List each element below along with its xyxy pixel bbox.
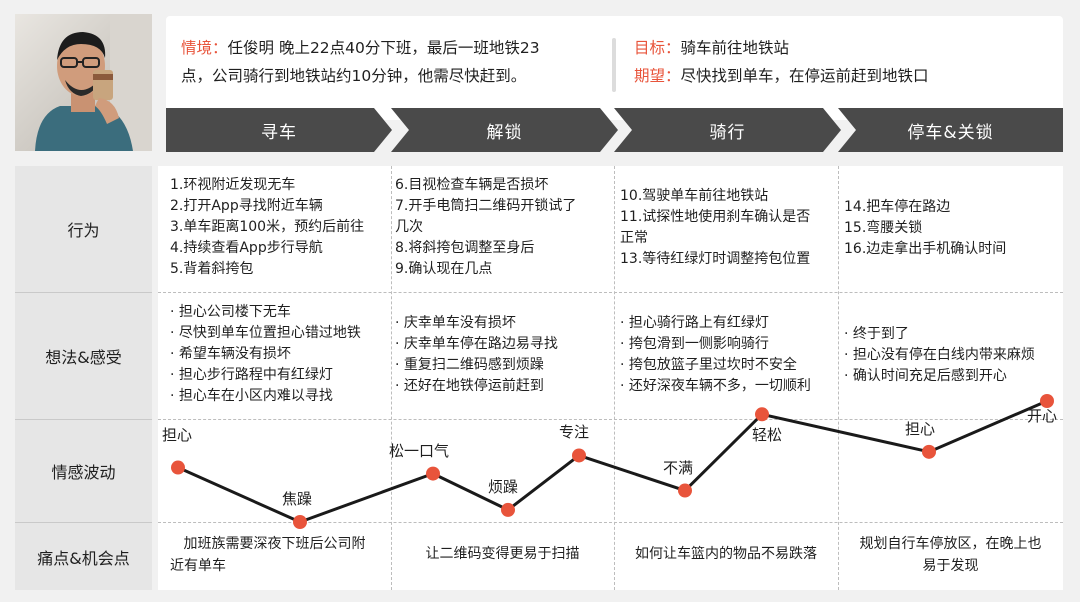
row-separator <box>15 292 152 293</box>
stage-find: 寻车 <box>166 108 392 152</box>
emotion-point-label: 烦躁 <box>488 477 519 496</box>
behavior-item: 5.背着斜挎包 <box>170 261 254 277</box>
thought-item: · 重复扫二维码感到烦躁 <box>395 357 544 373</box>
stage-park-lock: 停车&关锁 <box>838 108 1063 152</box>
stage-unlock: 解锁 <box>391 108 618 152</box>
emotion-point-label: 焦躁 <box>282 490 313 508</box>
stage-ride: 骑行 <box>614 108 841 152</box>
behavior-item: 6.目视检查车辆是否损坏 <box>395 177 549 193</box>
thought-item: · 庆幸单车没有损坏 <box>395 315 516 331</box>
emotion-point-label: 不满 <box>663 458 694 477</box>
thoughts-cell-park: · 终于到了 · 担心没有停在白线内带来麻烦 · 确认时间充足后感到开心 <box>844 324 1035 387</box>
thought-item: · 挎包滑到一侧影响骑行 <box>620 336 769 352</box>
behavior-item: 7.开手电筒扫二维码开锁试了 <box>395 198 577 214</box>
behavior-item: 8.将斜挎包调整至身后 <box>395 240 535 256</box>
thought-item: · 担心骑行路上有红绿灯 <box>620 315 769 331</box>
pain-line: 让二维码变得更易于扫描 <box>425 546 580 562</box>
thoughts-cell-unlock: · 庆幸单车没有损坏 · 庆幸单车停在路边易寻找 · 重复扫二维码感到烦躁 · … <box>395 313 558 397</box>
behavior-item: 9.确认现在几点 <box>395 261 493 277</box>
row-label-pain: 痛点&机会点 <box>15 523 152 590</box>
stage-label: 骑行 <box>709 122 746 143</box>
row-label-emotion: 情感波动 <box>15 420 152 522</box>
pain-line: 规划自行车停放区，在晚上也 <box>859 536 1042 552</box>
thought-item: · 终于到了 <box>844 326 909 342</box>
emotion-point-label: 担心 <box>162 425 193 444</box>
thought-item: · 还好深夜车辆不多，一切顺利 <box>620 378 811 394</box>
row-label-behavior: 行为 <box>15 166 152 292</box>
pain-line: 易于发现 <box>922 558 979 574</box>
thoughts-cell-ride: · 担心骑行路上有红绿灯 · 挎包滑到一侧影响骑行 · 挎包放篮子里过坎时不安全… <box>620 313 811 397</box>
thought-item: · 担心公司楼下无车 <box>170 304 291 320</box>
thought-item: · 庆幸单车停在路边易寻找 <box>395 336 558 352</box>
expect-label: 期望： <box>634 67 681 85</box>
goal-value: 骑车前往地铁站 <box>680 39 790 57</box>
emotion-point-label: 松一口气 <box>389 441 450 460</box>
scenario-card: 情境：任俊明 晚上22点40分下班，最后一班地铁23 点，公司骑行到地铁站约10… <box>166 16 1063 120</box>
behavior-item: 正常 <box>620 230 648 246</box>
emotion-point-label: 担心 <box>905 419 936 438</box>
thought-item: · 挎包放篮子里过坎时不安全 <box>620 357 797 373</box>
row-label-thoughts: 想法&感受 <box>15 293 152 419</box>
behavior-item: 13.等待红绿灯时调整挎包位置 <box>620 251 811 267</box>
emotion-point-label: 轻松 <box>752 426 783 445</box>
emotion-point-label: 专注 <box>559 423 590 442</box>
pain-cell-find: 加班族需要深夜下班后公司附 近有单车 <box>158 533 391 577</box>
behavior-cell-unlock: 6.目视检查车辆是否损坏 7.开手电筒扫二维码开锁试了 几次 8.将斜挎包调整至… <box>395 175 576 280</box>
stage-label: 解锁 <box>486 122 523 143</box>
thought-item: · 确认时间充足后感到开心 <box>844 368 1007 384</box>
goal-text: 目标：骑车前往地铁站 期望：尽快找到单车，在停运前赶到地铁口 <box>634 34 1054 90</box>
behavior-cell-park: 14.把车停在路边 15.弯腰关锁 16.边走拿出手机确认时间 <box>844 197 1006 260</box>
thought-item: · 担心步行路程中有红绿灯 <box>170 367 333 383</box>
pain-cell-park: 规划自行车停放区，在晚上也 易于发现 <box>838 533 1063 577</box>
row-separator <box>15 419 152 420</box>
behavior-cell-find: 1.环视附近发现无车 2.打开App寻找附近车辆 3.单车距离100米，预约后前… <box>170 175 364 280</box>
thought-item: · 担心车在小区内难以寻找 <box>170 388 333 404</box>
behavior-item: 几次 <box>395 219 423 235</box>
behavior-cell-ride: 10.驾驶单车前往地铁站 11.试探性地使用刹车确认是否 正常 13.等待红绿灯… <box>620 186 810 270</box>
pain-line: 如何让车篮内的物品不易跌落 <box>635 546 817 562</box>
stage-label: 寻车 <box>261 122 297 143</box>
row-separator <box>15 522 152 523</box>
behavior-item: 10.驾驶单车前往地铁站 <box>620 188 769 204</box>
behavior-item: 3.单车距离100米，预约后前往 <box>170 219 365 235</box>
thought-item: · 担心没有停在白线内带来麻烦 <box>844 347 1035 363</box>
scenario-divider <box>612 38 616 92</box>
thought-item: · 希望车辆没有损坏 <box>170 346 291 362</box>
pain-cell-ride: 如何让车篮内的物品不易跌落 <box>614 543 838 565</box>
behavior-item: 16.边走拿出手机确认时间 <box>844 241 1007 257</box>
behavior-item: 2.打开App寻找附近车辆 <box>170 198 323 214</box>
pain-line: 近有单车 <box>170 558 226 574</box>
context-line2: 点，公司骑行到地铁站约10分钟，他需尽快赶到。 <box>181 67 527 85</box>
grid-line <box>391 166 392 590</box>
behavior-item: 11.试探性地使用刹车确认是否 <box>620 209 811 225</box>
behavior-item: 14.把车停在路边 <box>844 199 951 215</box>
thought-item: · 尽快到单车位置担心错过地铁 <box>170 325 361 341</box>
thought-item: · 还好在地铁停运前赶到 <box>395 378 544 394</box>
context-label: 情境： <box>181 39 228 57</box>
grid-line <box>838 166 839 590</box>
behavior-item: 1.环视附近发现无车 <box>170 177 296 193</box>
grid-line <box>158 292 1063 293</box>
stage-label: 停车&关锁 <box>907 122 994 143</box>
context-text: 情境：任俊明 晚上22点40分下班，最后一班地铁23 点，公司骑行到地铁站约10… <box>181 34 601 90</box>
pain-cell-unlock: 让二维码变得更易于扫描 <box>391 543 614 565</box>
pain-line: 加班族需要深夜下班后公司附 <box>183 536 366 552</box>
context-line1: 任俊明 晚上22点40分下班，最后一班地铁23 <box>227 39 540 57</box>
grid-line <box>614 166 615 590</box>
expect-value: 尽快找到单车，在停运前赶到地铁口 <box>680 67 929 85</box>
thoughts-cell-find: · 担心公司楼下无车 · 尽快到单车位置担心错过地铁 · 希望车辆没有损坏 · … <box>170 302 361 407</box>
behavior-item: 15.弯腰关锁 <box>844 220 923 236</box>
goal-label: 目标： <box>634 39 681 57</box>
grid-line <box>158 522 1063 523</box>
emotion-point-label: 开心 <box>1027 407 1058 425</box>
behavior-item: 4.持续查看App步行导航 <box>170 240 323 256</box>
persona-photo <box>15 14 152 151</box>
